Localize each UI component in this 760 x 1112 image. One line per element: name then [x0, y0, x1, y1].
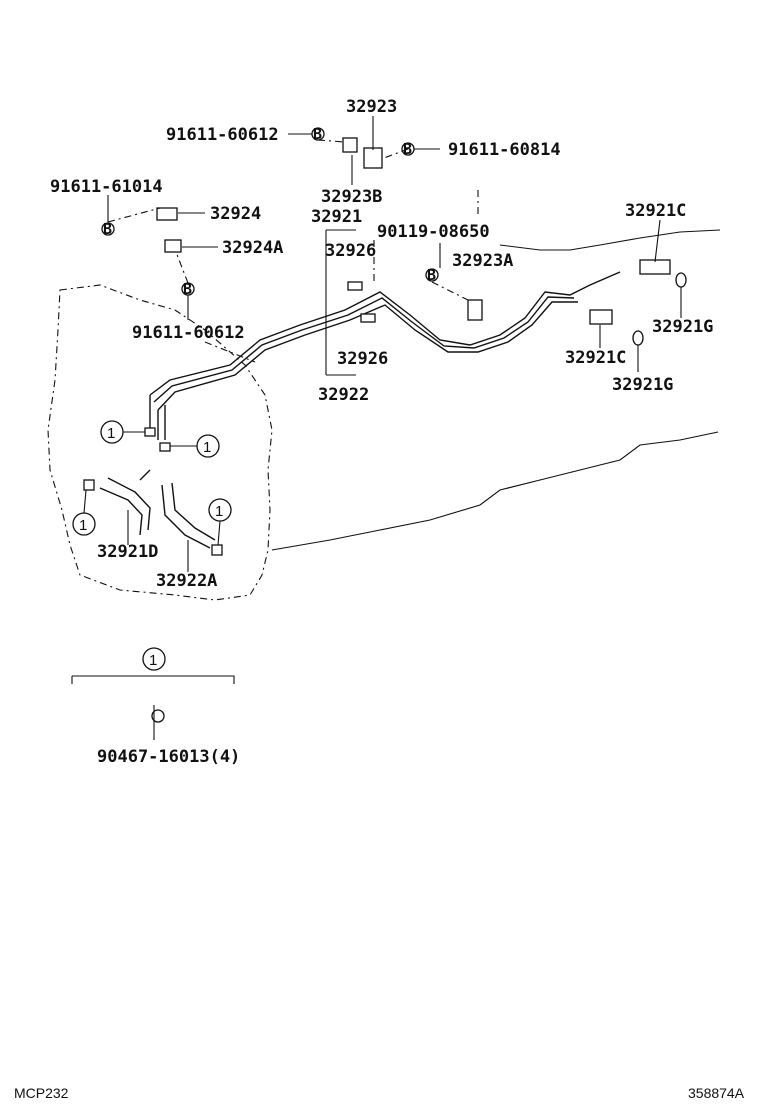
grommet-32926-top [347, 281, 363, 291]
label-91611-60612-mid: 91611-60612 [132, 323, 245, 343]
label-32923A: 32923A [452, 251, 513, 271]
gasket-32921G-top [675, 272, 687, 288]
label-32922: 32922 [318, 385, 369, 405]
fuel-pipe-32921 [149, 271, 621, 396]
label-32923: 32923 [346, 97, 397, 117]
label-32921C-top: 32921C [625, 201, 686, 221]
callout-circle-legend [142, 647, 166, 671]
union-32921C-top [639, 259, 671, 275]
bolt-marker-label-1: B [313, 125, 322, 143]
hose-32922A [161, 482, 216, 549]
label-91611-60814: 91611-60814 [448, 140, 561, 160]
footer-left-code: MCP232 [14, 1085, 69, 1101]
footer-right-code: 358874A [688, 1085, 745, 1101]
union-32921C-bottom [589, 309, 613, 325]
bolt-marker-label-3: B [103, 220, 112, 238]
fuel-pipe-32922 [157, 301, 578, 411]
floor-outline [271, 431, 719, 551]
bolt-marker-3 [101, 222, 115, 236]
gasket-32921G-bottom [632, 330, 644, 346]
clamp-3 [83, 479, 95, 491]
bracket-32923B [342, 137, 358, 153]
grommet-32926-bottom [360, 313, 376, 323]
clamp-4 [211, 544, 223, 556]
label-32921C-bottom: 32921C [565, 348, 626, 368]
callout-text-3: 1 [79, 517, 87, 534]
label-32921: 32921 [311, 207, 362, 227]
bracket-32923A [467, 299, 483, 321]
hose-32921D [99, 469, 151, 536]
label-32923B: 32923B [321, 187, 382, 207]
callout-text-legend: 1 [149, 652, 157, 669]
label-32921G-top: 32921G [652, 317, 713, 337]
label-32926-bottom: 32926 [337, 349, 388, 369]
label-90467-16013: 90467-16013(4) [97, 747, 240, 767]
label-32921D: 32921D [97, 542, 158, 562]
label-32922A: 32922A [156, 571, 217, 591]
label-91611-61014: 91611-61014 [50, 177, 163, 197]
bracket-32923 [363, 147, 383, 169]
label-32921G-bottom: 32921G [612, 375, 673, 395]
label-32924A: 32924A [222, 238, 283, 258]
floor-edge [499, 229, 721, 251]
label-32924: 32924 [210, 204, 261, 224]
dashed-leaders [107, 139, 479, 363]
pipe-drop-left [149, 395, 159, 440]
fuel-pipe-inner [153, 296, 575, 403]
label-90119-08650: 90119-08650 [377, 222, 490, 242]
callout-text-1: 1 [107, 425, 115, 442]
clamp-32924A [164, 239, 182, 253]
clamp-2 [159, 442, 171, 452]
callout-text-4: 1 [215, 503, 223, 520]
bolt-marker-5 [425, 268, 439, 282]
callout-text-2: 1 [203, 439, 211, 456]
clamp-32924 [156, 207, 178, 221]
callout-leaders [83, 431, 221, 546]
label-91611-60612-top: 91611-60612 [166, 125, 279, 145]
callout-group: 1 1 1 1 1 [72, 420, 232, 671]
clamp-1 [144, 427, 156, 437]
label-32926-top: 32926 [325, 241, 376, 261]
leader-lines [71, 116, 682, 740]
bolt-marker-label-5: B [427, 266, 436, 284]
bolt-marker-label-4: B [183, 280, 192, 298]
clip-90467 [151, 709, 165, 723]
